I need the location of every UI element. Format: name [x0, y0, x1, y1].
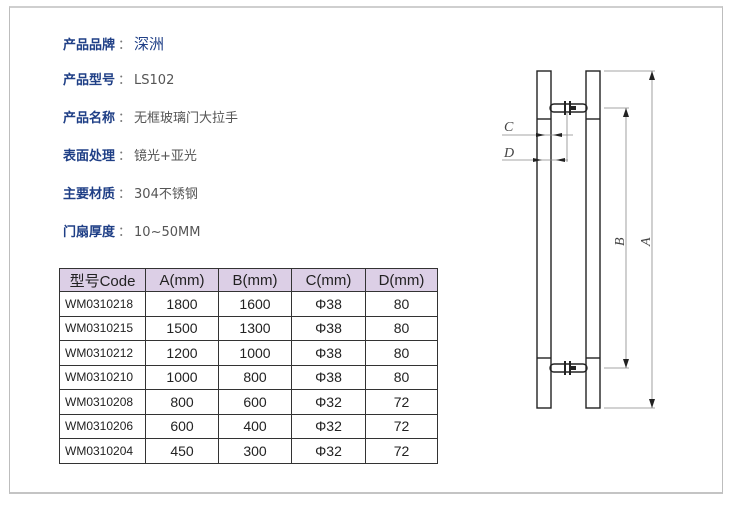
spec-value: 304不锈钢 [134, 187, 198, 202]
spec-label: 主要材质 [63, 187, 116, 202]
table-header-row: 型号Code A(mm) B(mm) C(mm) D(mm) [59, 268, 438, 292]
spec-value: 10~50MM [134, 225, 201, 240]
spec-label: 产品名称 [63, 111, 116, 126]
spec-door-thickness: 门扇厚度：10~50MM [63, 225, 201, 240]
label-a: A [639, 237, 654, 247]
spec-value: LS102 [134, 73, 175, 88]
spec-label: 产品型号 [63, 73, 116, 88]
handle-dimension-diagram: C D B A [502, 70, 655, 409]
spec-label: 表面处理 [63, 149, 116, 164]
size-table: 型号Code A(mm) B(mm) C(mm) D(mm) WM0310218… [59, 268, 438, 464]
spec-label: 门扇厚度 [63, 225, 116, 240]
spec-material: 主要材质：304不锈钢 [63, 187, 198, 202]
spec-finish: 表面处理：镜光+亚光 [63, 149, 197, 164]
header-b: B(mm) [218, 268, 292, 292]
spec-model: 产品型号：LS102 [63, 73, 175, 88]
spec-value: 深洲 [134, 35, 165, 53]
label-b: B [613, 237, 628, 246]
spec-value: 镜光+亚光 [134, 149, 197, 164]
label-d: D [503, 146, 514, 161]
label-c: C [504, 120, 514, 135]
header-a: A(mm) [145, 268, 219, 292]
spec-value: 无框玻璃门大拉手 [134, 111, 239, 126]
spec-name: 产品名称：无框玻璃门大拉手 [63, 111, 239, 126]
spec-brand: 产品品牌：深洲 [63, 35, 165, 53]
header-code: 型号Code [59, 268, 146, 292]
spec-label: 产品品牌 [63, 38, 116, 53]
header-c: C(mm) [291, 268, 366, 292]
header-d: D(mm) [365, 268, 438, 292]
